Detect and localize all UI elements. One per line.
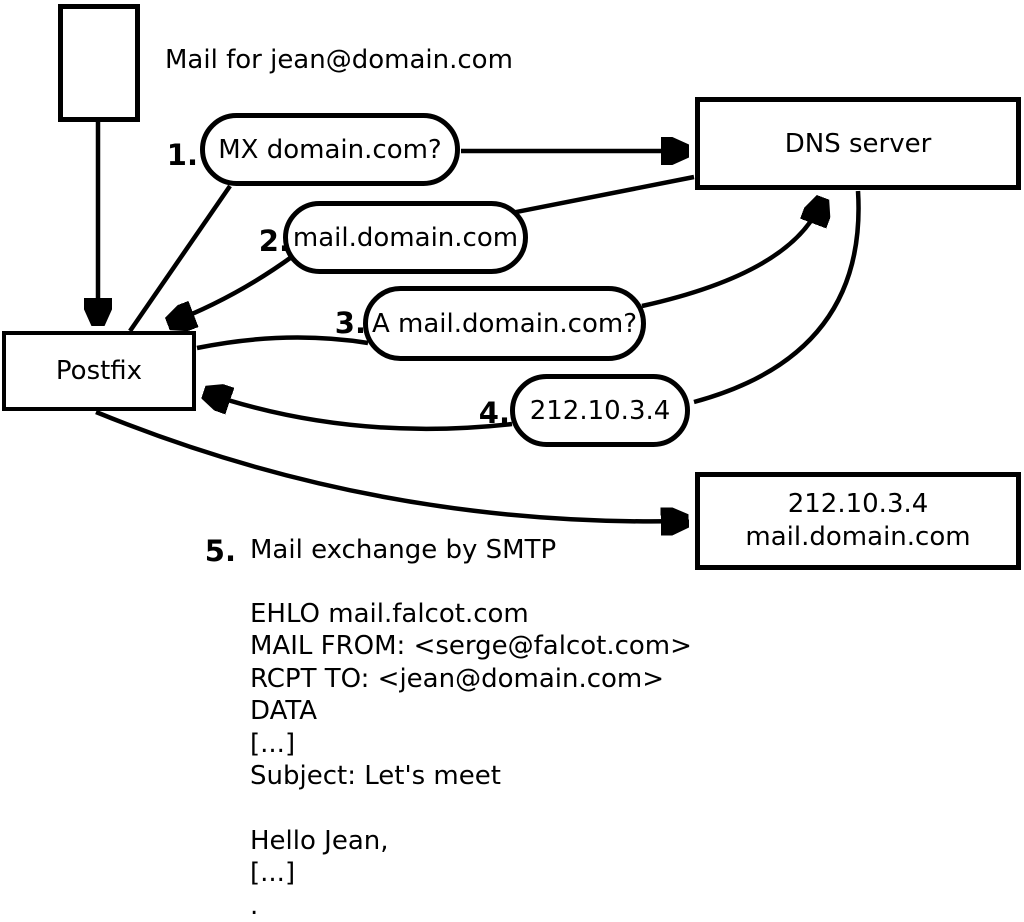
smtp-session-text: EHLO mail.falcot.com MAIL FROM: <serge@f… [250,598,692,922]
smtp-line-dot: . [250,890,259,921]
line-dns-to-response4 [693,190,861,405]
query-a-pill: A mail.domain.com? [363,286,646,361]
line-dns-to-response2 [505,174,695,217]
step-5-number: 5. [204,534,236,568]
smtp-line-subject: Subject: Let's meet [250,760,501,791]
line-postfix-to-query1 [128,184,232,333]
step-2-number: 2. [258,224,290,258]
mail-server-ip: 212.10.3.4 [787,489,929,519]
dns-server-node: DNS server [695,97,1021,190]
smtp-line-data: DATA [250,696,317,727]
line-postfix-to-query3 [196,335,369,351]
response-a-pill: 212.10.3.4 [510,374,690,447]
arrow-postfix-to-mailserver [95,409,686,521]
smtp-line-ehlo: EHLO mail.falcot.com [250,599,529,629]
query-mx-pill: MX domain.com? [200,113,460,186]
arrow-response4-to-postfix [206,393,513,432]
smtp-line-rcptto: RCPT TO: <jean@domain.com> [250,663,665,694]
smtp-line-mailfrom: MAIL FROM: <serge@falcot.com> [250,631,692,662]
mail-for-label: Mail for jean@domain.com [165,45,513,75]
arrow-response2-to-postfix [170,254,295,323]
mail-server-node: 212.10.3.4 mail.domain.com [695,472,1021,570]
step-5-label: Mail exchange by SMTP [250,535,557,565]
step-1-number: 1. [166,138,198,172]
mail-envelope-node [58,4,140,122]
smtp-line-ellipsis-2: [...] [250,858,296,889]
postfix-node: Postfix [2,331,196,411]
smtp-line-hello: Hello Jean, [250,825,389,856]
smtp-line-blank [250,792,692,824]
step-4-number: 4. [478,396,510,430]
mail-server-hostname: mail.domain.com [745,522,971,552]
step-3-number: 3. [334,306,366,340]
smtp-line-ellipsis-1: [...] [250,728,296,759]
response-mx-pill: mail.domain.com [283,201,528,274]
arrow-query3-to-dns [641,200,822,309]
